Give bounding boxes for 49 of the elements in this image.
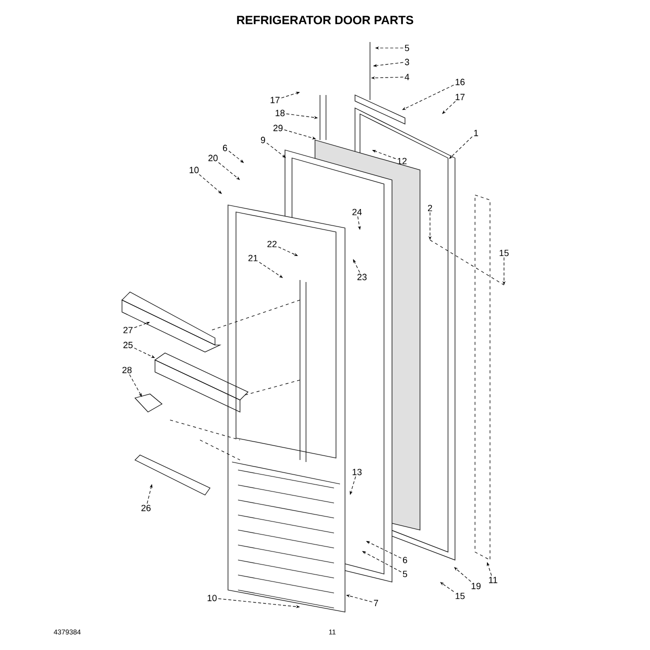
leader-line — [442, 101, 456, 114]
callout-number: 6 — [402, 556, 408, 564]
leader-line — [228, 150, 244, 163]
leader-line — [440, 582, 454, 592]
callout-number: 10 — [190, 166, 199, 174]
callout-number: 6 — [222, 144, 228, 152]
callout-number: 7 — [374, 600, 378, 606]
callout-number: 27 — [123, 326, 133, 334]
leader-line — [129, 374, 142, 397]
leader-line — [266, 142, 286, 158]
callout-number: 9 — [260, 136, 266, 144]
leader-line — [259, 262, 283, 278]
callout-number: 5 — [404, 44, 410, 52]
leader-line — [353, 259, 360, 273]
callout-number: 10 — [208, 594, 217, 602]
callout-number: 24 — [352, 208, 362, 216]
callout-number: 21 — [248, 254, 258, 262]
leader-line — [362, 551, 402, 572]
callout-number: 15 — [456, 592, 465, 600]
callout-number: 29 — [273, 124, 283, 132]
title: REFRIGERATOR DOOR PARTS — [237, 16, 414, 24]
callout-number: 26 — [141, 504, 151, 512]
leader-line — [278, 246, 298, 256]
leader-line — [366, 541, 402, 558]
leader-line — [402, 84, 454, 110]
callout-number: 12 — [398, 158, 407, 164]
leader-line — [449, 136, 472, 159]
callout-number: 5 — [402, 570, 408, 578]
callout-number: 3 — [404, 58, 410, 66]
callout-number: 4 — [404, 74, 410, 80]
leader-line — [134, 348, 155, 358]
callout-number: 20 — [208, 154, 218, 162]
callout-number: 16 — [456, 78, 465, 86]
callout-number: 17 — [270, 96, 280, 104]
callout-number: 28 — [122, 366, 132, 374]
callout-number: 11 — [489, 576, 498, 584]
callout-number: 2 — [428, 204, 432, 212]
callout-number: 22 — [267, 240, 277, 248]
leader-line — [454, 567, 472, 582]
leader-line — [198, 174, 222, 194]
leader-line — [218, 162, 240, 180]
callout-number: 13 — [352, 468, 362, 476]
callout-number: 17 — [456, 94, 465, 100]
callout-number: 25 — [123, 342, 133, 348]
callout-number: 1 — [474, 130, 478, 136]
callout-number: 19 — [472, 582, 481, 590]
callout-number: 15 — [500, 250, 509, 256]
callout-number: 23 — [357, 274, 367, 280]
callout-number: 18 — [276, 110, 285, 116]
